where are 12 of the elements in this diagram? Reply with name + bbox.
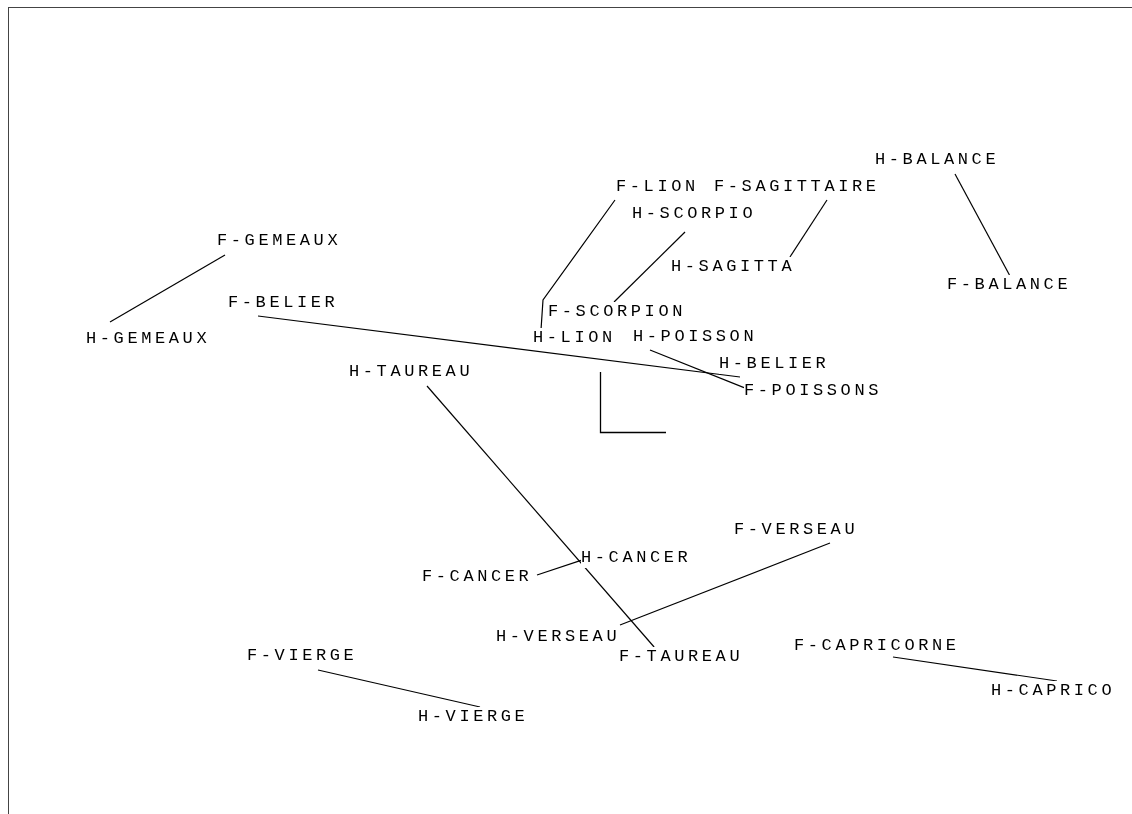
connector-line xyxy=(613,231,686,303)
connector-line xyxy=(540,199,616,329)
connector-line xyxy=(257,315,741,378)
connector-line xyxy=(619,542,831,626)
connector-line xyxy=(649,349,745,389)
connector-line xyxy=(954,173,1011,276)
connector-line xyxy=(317,669,481,708)
connector-line xyxy=(892,656,1058,682)
connector-line xyxy=(109,254,226,323)
connector-line xyxy=(426,385,655,648)
connector-line xyxy=(789,199,828,258)
connector-line xyxy=(536,559,582,576)
